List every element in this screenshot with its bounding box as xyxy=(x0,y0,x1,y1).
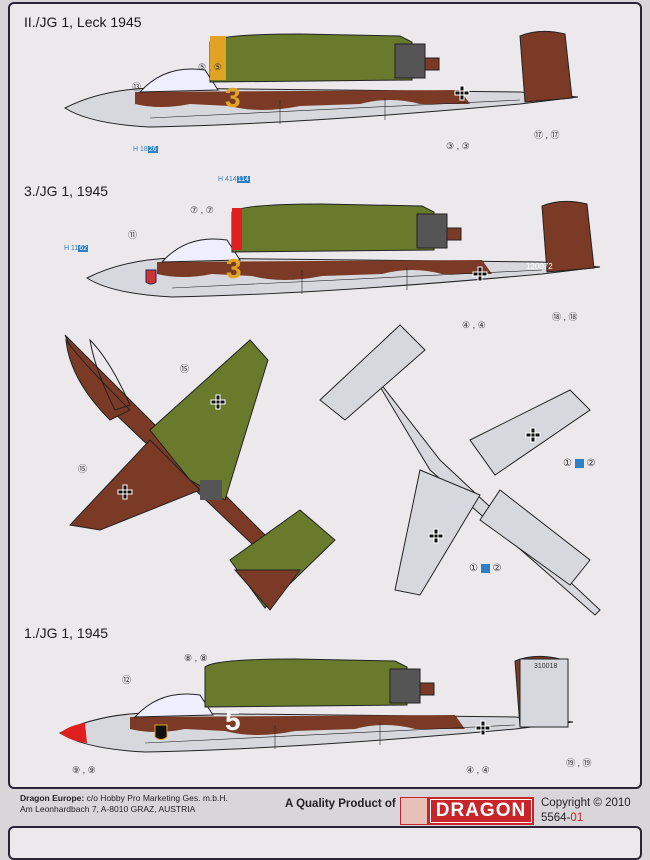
callout-1: ① xyxy=(563,458,572,469)
profile-3-serial: 310018 xyxy=(534,663,558,670)
bottom-view-aircraft xyxy=(319,324,601,616)
callout-2: ② xyxy=(492,563,502,574)
profile-3-grey-tail xyxy=(519,658,569,728)
callout-18: ⑱ , ⑱ xyxy=(552,312,578,322)
unit-badge-icon xyxy=(145,269,157,285)
address-line-1: c/o Hobby Pro Marketing Ges. m.b.H. xyxy=(86,793,228,803)
callout-7: ⑦ , ⑦ xyxy=(190,205,214,215)
callout-4: ④ , ④ xyxy=(462,320,486,330)
kit-code-main: 5564- xyxy=(541,812,571,824)
callout-15-left: ⑮ xyxy=(78,464,88,474)
stencil-prefix: H xyxy=(218,176,224,183)
kit-code: 5564-01 xyxy=(541,811,631,826)
profile-3-fuselage xyxy=(59,655,574,753)
profile-3-title: 1./JG 1, 1945 xyxy=(24,625,109,641)
stencil-b: 114 xyxy=(236,176,250,183)
stencil-prefix: H xyxy=(64,245,70,252)
stencil-a: 11 xyxy=(71,245,79,252)
next-section-panel xyxy=(8,826,642,860)
instruction-sheet: II./JG 1, Leck 1945 3./JG 1, 1945 1./JG … xyxy=(8,2,642,860)
callout-12: ⑫ xyxy=(122,675,132,685)
blue-decal-icon xyxy=(574,458,584,468)
callout-3: ③ , ③ xyxy=(446,141,470,151)
aircraft-profile-2 xyxy=(86,200,601,298)
stencil-h18: H 1826 xyxy=(133,146,158,153)
aircraft-profile-3 xyxy=(59,655,574,753)
callout-15-top: ⑮ xyxy=(180,364,190,374)
stencil-prefix: H xyxy=(133,146,139,153)
stencil-b: 26 xyxy=(147,146,158,153)
copyright-block: Copyright © 2010 5564-01 xyxy=(541,796,631,826)
kit-code-suffix: 01 xyxy=(570,812,584,824)
profile-1-yellow-nose xyxy=(210,36,226,80)
callout-8: ⑧ , ⑧ xyxy=(184,653,208,663)
profile-2-fuselage xyxy=(86,200,601,298)
callout-1-2-lower: ① ② xyxy=(469,563,502,574)
callout-4-p3: ④ , ④ xyxy=(466,765,490,775)
profile-2-serial: 120072 xyxy=(526,262,553,271)
copyright-text: Copyright © 2010 xyxy=(541,797,631,809)
quality-tagline: A Quality Product of xyxy=(285,798,396,810)
stencil-a: 414 xyxy=(225,176,237,183)
profile-2-red-nose xyxy=(232,208,242,250)
callout-11: ⑪ xyxy=(128,230,138,240)
stencil-h11: H 1162 xyxy=(64,245,89,252)
top-view-aircraft xyxy=(64,334,336,611)
profile-3-aircraft-number: 5 xyxy=(225,705,241,736)
callout-9: ⑨ , ⑨ xyxy=(72,765,96,775)
callout-1-2-upper: ① ② xyxy=(563,458,596,469)
callout-17: ⑰ , ⑰ xyxy=(534,130,560,140)
callout-5: ⑤ , ⑤ xyxy=(198,62,222,72)
distributor-address: Dragon Europe: c/o Hobby Pro Marketing G… xyxy=(20,793,228,815)
profile-1-aircraft-number: 3 xyxy=(225,82,241,113)
brand-name: DRAGON xyxy=(430,799,532,823)
aircraft-profile-1 xyxy=(64,30,579,128)
stencil-a: 18 xyxy=(140,146,148,153)
profile-1-fuselage xyxy=(64,30,579,128)
address-line-2: Am Leonhardbach 7, A-8010 GRAZ, AUSTRIA xyxy=(20,804,196,814)
stencil-b: 62 xyxy=(78,245,89,252)
profile-3-red-nose xyxy=(60,723,87,743)
dragon-emblem-icon xyxy=(400,797,428,825)
aircraft-illustrations xyxy=(59,30,601,753)
unit-badge-icon xyxy=(154,724,168,740)
dragon-logo: DRAGON xyxy=(400,797,534,825)
stencil-h414: H 414114 xyxy=(218,176,250,183)
callout-2: ② xyxy=(586,458,596,469)
callout-19: ⑲ , ⑲ xyxy=(566,758,592,768)
callout-13: ⑬ xyxy=(132,82,142,92)
profile-1-title: II./JG 1, Leck 1945 xyxy=(24,14,142,30)
profile-2-title: 3./JG 1, 1945 xyxy=(24,183,109,199)
callout-1: ① xyxy=(469,563,478,574)
profile-2-aircraft-number: 3 xyxy=(226,253,242,284)
distributor-name: Dragon Europe: xyxy=(20,793,85,803)
blue-decal-icon xyxy=(480,563,490,573)
